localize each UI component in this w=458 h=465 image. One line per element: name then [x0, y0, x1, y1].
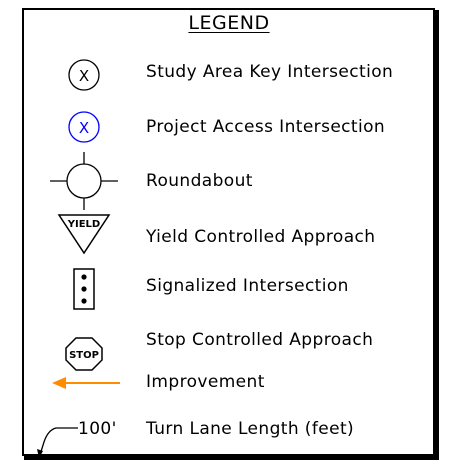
- frame-shadow-right: [435, 10, 439, 460]
- study-area-label: Study Area Key Intersection: [146, 62, 394, 82]
- yield-label: Yield Controlled Approach: [146, 227, 376, 247]
- stop-label: Stop Controlled Approach: [146, 330, 374, 350]
- project-access-intersection-icon: X: [68, 111, 100, 143]
- turn-lane-arrow-icon: [37, 427, 78, 459]
- turn-lane-value: 100': [78, 419, 117, 439]
- frame-shadow-bottom: [24, 456, 439, 460]
- legend-title: LEGEND: [188, 12, 270, 34]
- svg-text:X: X: [79, 119, 89, 137]
- svg-text:YIELD: YIELD: [67, 219, 100, 230]
- signalized-label: Signalized Intersection: [146, 276, 349, 296]
- study-area-intersection-icon: X: [68, 59, 100, 91]
- legend-frame: [22, 8, 435, 456]
- svg-text:STOP: STOP: [69, 350, 99, 361]
- roundabout-label: Roundabout: [146, 171, 253, 191]
- improvement-arrow-icon: [52, 377, 120, 389]
- yield-sign-icon: YIELD: [57, 214, 111, 255]
- stop-sign-icon: STOP: [65, 337, 103, 371]
- roundabout-icon: [50, 152, 118, 210]
- traffic-signal-icon: [73, 268, 95, 310]
- svg-text:X: X: [79, 67, 89, 85]
- turn-lane-label: Turn Lane Length (feet): [146, 419, 355, 439]
- project-access-label: Project Access Intersection: [146, 117, 386, 137]
- improvement-label: Improvement: [146, 372, 265, 392]
